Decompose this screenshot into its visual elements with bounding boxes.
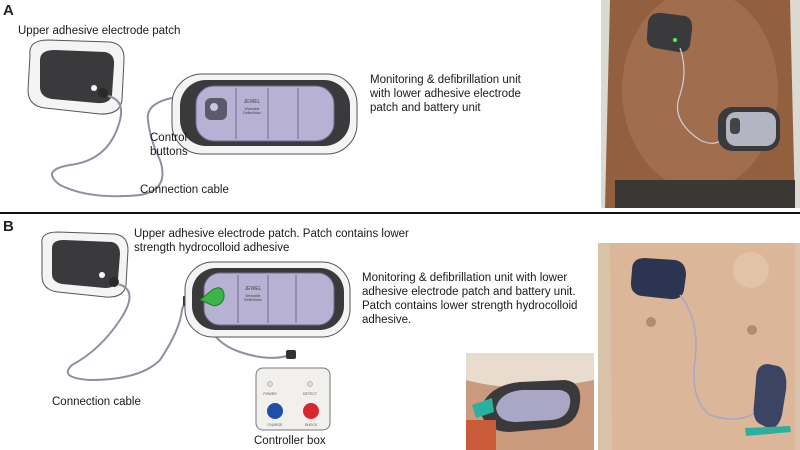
charge-button: [267, 403, 283, 419]
panel-a-connection-cable: [51, 95, 186, 198]
controller-charge-label: CHARGE: [268, 423, 284, 427]
panel-b-unit-label-line2: adhesive electrode patch and battery uni…: [362, 286, 576, 298]
panel-a-photo: [601, 0, 800, 208]
panel-divider: [0, 212, 800, 214]
panel-a-buttons-label-line2: buttons: [150, 146, 188, 158]
panel-b-photo-side: [466, 353, 594, 450]
shock-button: [303, 403, 319, 419]
controller-power-label: POWER: [263, 392, 277, 396]
panel-a-upper-patch: [27, 39, 125, 115]
panel-a-unit-label-line1: Monitoring & defibrillation unit: [370, 74, 521, 86]
panel-b-upper-patch-label-line2: strength hydrocolloid adhesive: [134, 242, 290, 254]
panel-b-device-sub1: Wearable: [246, 294, 261, 298]
controller-shock-label: SHOCK: [305, 423, 318, 427]
panel-a-cable-label: Connection cable: [140, 184, 229, 196]
controller-cable-plug: [286, 350, 296, 359]
panel-b-unit-label-line4: adhesive.: [362, 314, 412, 326]
panel-b-letter: B: [3, 218, 14, 235]
controller-detect-label: DETECT: [303, 392, 318, 396]
panel-b-upper-patch: [41, 231, 129, 298]
panel-b-unit-label-line3: Patch contains lower strength hydrocollo…: [362, 300, 578, 312]
panel-b-controller-label: Controller box: [254, 435, 326, 447]
panel-b-device-sub2: Defibrillator: [244, 298, 263, 302]
panel-a-letter: A: [3, 2, 14, 19]
panel-a-device-sub2: Defibrillator: [243, 111, 262, 115]
panel-b-cable-label: Connection cable: [52, 396, 141, 408]
panel-b-device-brand: JEWEL: [245, 286, 262, 292]
panel-a-buttons-label-line1: Control: [150, 132, 188, 144]
green-connector: [199, 287, 225, 307]
panel-b-upper-patch-label-line1: Upper adhesive electrode patch. Patch co…: [134, 228, 409, 240]
panel-a-device-sub1: Wearable: [245, 107, 260, 111]
panel-a-defib-unit: JEWEL Wearable Defibrillator: [171, 73, 358, 155]
panel-a-device-brand: JEWEL: [244, 99, 261, 105]
panel-b-photo-front: [598, 243, 800, 450]
panel-a-unit-label-line2: with lower adhesive electrode: [370, 88, 521, 100]
panel-b-connection-cable: [66, 283, 197, 382]
panel-a-unit-label-line3: patch and battery unit: [370, 102, 481, 114]
panel-a-upper-patch-label: Upper adhesive electrode patch: [18, 25, 181, 37]
panel-b-unit-label-line1: Monitoring & defibrillation unit with lo…: [362, 272, 568, 284]
panel-b-defib-unit: JEWEL Wearable Defibrillator: [184, 261, 351, 338]
controller-box: POWER DETECT CHARGE SHOCK: [255, 367, 331, 431]
